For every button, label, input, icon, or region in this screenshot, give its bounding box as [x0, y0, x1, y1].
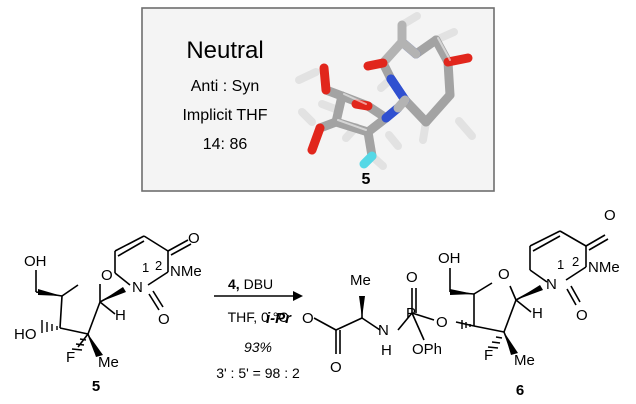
panel-state: Neutral	[186, 37, 263, 64]
panel-compound-number: 5	[362, 171, 371, 188]
product-p-o: O	[406, 269, 418, 286]
product-o-bottom: O	[576, 307, 588, 324]
product-wedge-me-ala	[359, 296, 365, 318]
reaction-conditions: THF, 0 °C	[228, 309, 289, 325]
product-nh-n: N	[378, 322, 389, 339]
reactant-wedge-ch2	[38, 289, 62, 296]
product-o-top: O	[604, 207, 616, 224]
reactant-hash-oh	[41, 320, 58, 333]
product-pos2: 2	[572, 254, 579, 269]
reagent-number: 4,	[228, 276, 240, 292]
conformer-panel: Neutral Anti : Syn Implicit THF 14: 86 5	[141, 7, 495, 192]
reactant-n3: NMe	[170, 263, 202, 280]
reactant-f: F	[66, 349, 75, 366]
reactant-o-top: O	[188, 230, 200, 247]
reactant-n1: N	[132, 279, 143, 296]
product-p: P	[406, 305, 416, 322]
product-number: 6	[516, 382, 524, 399]
product-me-ala: Me	[350, 272, 371, 289]
product-nh-h: H	[381, 342, 392, 359]
reaction-selectivity: 3' : 5' = 98 : 2	[216, 365, 300, 381]
model-sheen	[337, 37, 451, 131]
product-o-link: O	[436, 314, 448, 331]
reagent-name: DBU	[240, 276, 273, 292]
reactant-h: H	[115, 307, 126, 324]
reactant-bonds	[35, 235, 192, 353]
model-oxygens	[307, 53, 473, 155]
reaction-arrow: 4, DBU THF, 0 °C 93% 3' : 5' = 98 : 2	[214, 276, 303, 381]
model-fluorine	[359, 151, 377, 169]
product-oh: OH	[438, 250, 461, 267]
product-f: F	[484, 347, 493, 364]
product-hash-o	[461, 320, 471, 329]
reactant-wedge-n	[100, 287, 126, 302]
product-wedge-ch2	[450, 289, 474, 295]
panel-ratio: 14: 86	[203, 136, 248, 153]
product-oph: OPh	[412, 341, 442, 358]
product-hash-f	[487, 336, 503, 349]
product-pos1: 1	[557, 257, 564, 272]
product-o-ring: O	[498, 266, 510, 283]
reactant-o-ring: O	[101, 267, 113, 284]
product-ipr: i-Pr	[266, 310, 292, 327]
product-me: Me	[514, 352, 535, 369]
product-co: O	[330, 359, 342, 376]
reactant-oh: OH	[24, 253, 47, 270]
product-structure: O N 1 2 NMe O O OH F Me H O P O OPh N H …	[266, 207, 620, 399]
reactant-pos1: 1	[142, 260, 149, 275]
reactant-ho: HO	[14, 326, 37, 343]
panel-ratio-label: Anti : Syn	[191, 78, 259, 95]
reactant-o-bottom: O	[158, 311, 170, 328]
product-n3: NMe	[588, 259, 620, 276]
reactant-pos2: 2	[155, 258, 162, 273]
product-h: H	[532, 305, 543, 322]
reactant-number: 5	[92, 378, 100, 395]
product-o-ester: O	[302, 310, 314, 327]
panel-solvent: Implicit THF	[182, 107, 267, 124]
reagent-line: 4, DBU	[228, 276, 273, 292]
reactant-hash-f	[71, 338, 87, 351]
reactant-wedge-me	[88, 334, 103, 357]
reaction-yield: 93%	[244, 339, 272, 355]
reactant-structure: O N 1 2 NMe O O OH HO F Me H 5	[14, 230, 202, 395]
product-wedge-me	[504, 332, 518, 355]
stick-model	[295, 12, 476, 170]
product-wedge-n	[516, 285, 543, 300]
model-carbons-front	[378, 20, 421, 113]
arrow-head	[293, 291, 303, 301]
reactant-me: Me	[98, 354, 119, 371]
product-n1: N	[546, 276, 557, 293]
